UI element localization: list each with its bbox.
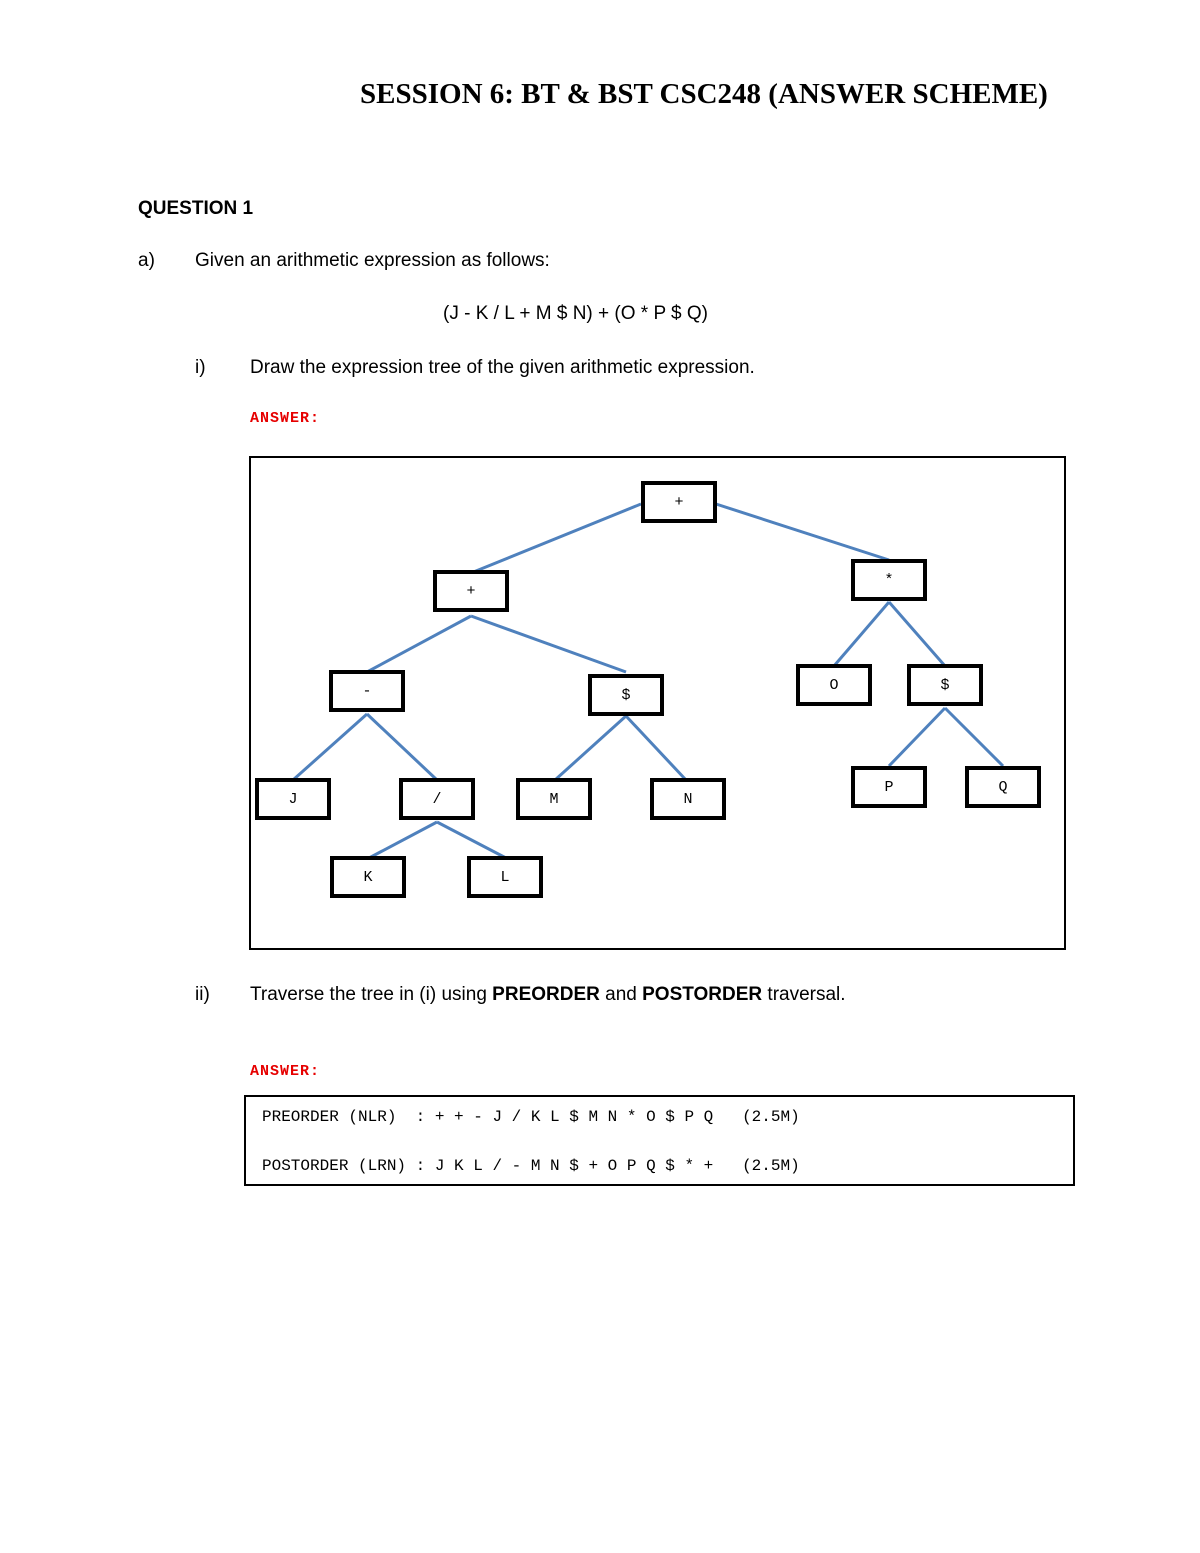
part-i-label: i): [195, 357, 206, 378]
edge-root-left: [470, 502, 642, 575]
part-a-text: Given an arithmetic expression as follow…: [195, 250, 550, 271]
tree-node-minus: -: [329, 670, 405, 712]
tree-node-root: +: [641, 481, 717, 523]
edge-plus-dollar: [470, 614, 627, 674]
tree-node-q: Q: [965, 766, 1041, 808]
part-ii-label: ii): [195, 984, 210, 1005]
answer-label-i: ANSWER:: [250, 410, 321, 427]
edge-minus-slash: [365, 712, 439, 782]
edge-star-dollar: [887, 601, 947, 667]
edge-dollar-m: [553, 714, 628, 782]
tree-node-o: O: [796, 664, 872, 706]
page-title: SESSION 6: BT & BST CSC248 (ANSWER SCHEM…: [360, 78, 1048, 110]
tree-node-dollar-pq: $: [907, 664, 983, 706]
part-ii-text: Traverse the tree in (i) using PREORDER …: [250, 984, 846, 1005]
tree-node-m: M: [516, 778, 592, 820]
answer-label-ii: ANSWER:: [250, 1063, 321, 1080]
edge-slash-k: [368, 820, 438, 860]
edge-slash-l: [436, 820, 507, 860]
tree-node-k: K: [330, 856, 406, 898]
edge-dollar-p: [887, 706, 947, 768]
postorder-result: POSTORDER (LRN) : J K L / - M N $ + O P …: [262, 1157, 800, 1175]
arithmetic-expression: (J - K / L + M $ N) + (O * P $ Q): [443, 303, 709, 324]
tree-node-plus: +: [433, 570, 509, 612]
edge-plus-minus: [366, 614, 472, 674]
edge-dollar-n: [624, 714, 688, 782]
tree-node-p: P: [851, 766, 927, 808]
tree-node-dollar-mn: $: [588, 674, 664, 716]
question-heading: QUESTION 1: [138, 198, 254, 219]
tree-node-n: N: [650, 778, 726, 820]
expression-tree-frame: [249, 456, 1066, 950]
edge-root-right: [715, 502, 890, 562]
traversal-answer-box: PREORDER (NLR) : + + - J / K L $ M N * O…: [244, 1095, 1075, 1186]
edge-dollar-q: [943, 706, 1005, 768]
tree-node-l: L: [467, 856, 543, 898]
edge-minus-j: [292, 712, 368, 782]
part-a-label: a): [138, 250, 155, 271]
part-i-text: Draw the expression tree of the given ar…: [250, 357, 755, 378]
tree-node-j: J: [255, 778, 331, 820]
tree-node-star: *: [851, 559, 927, 601]
expression-tree-edges: [292, 502, 1005, 860]
tree-node-slash: /: [399, 778, 475, 820]
preorder-result: PREORDER (NLR) : + + - J / K L $ M N * O…: [262, 1108, 800, 1126]
edge-star-o: [832, 601, 891, 667]
